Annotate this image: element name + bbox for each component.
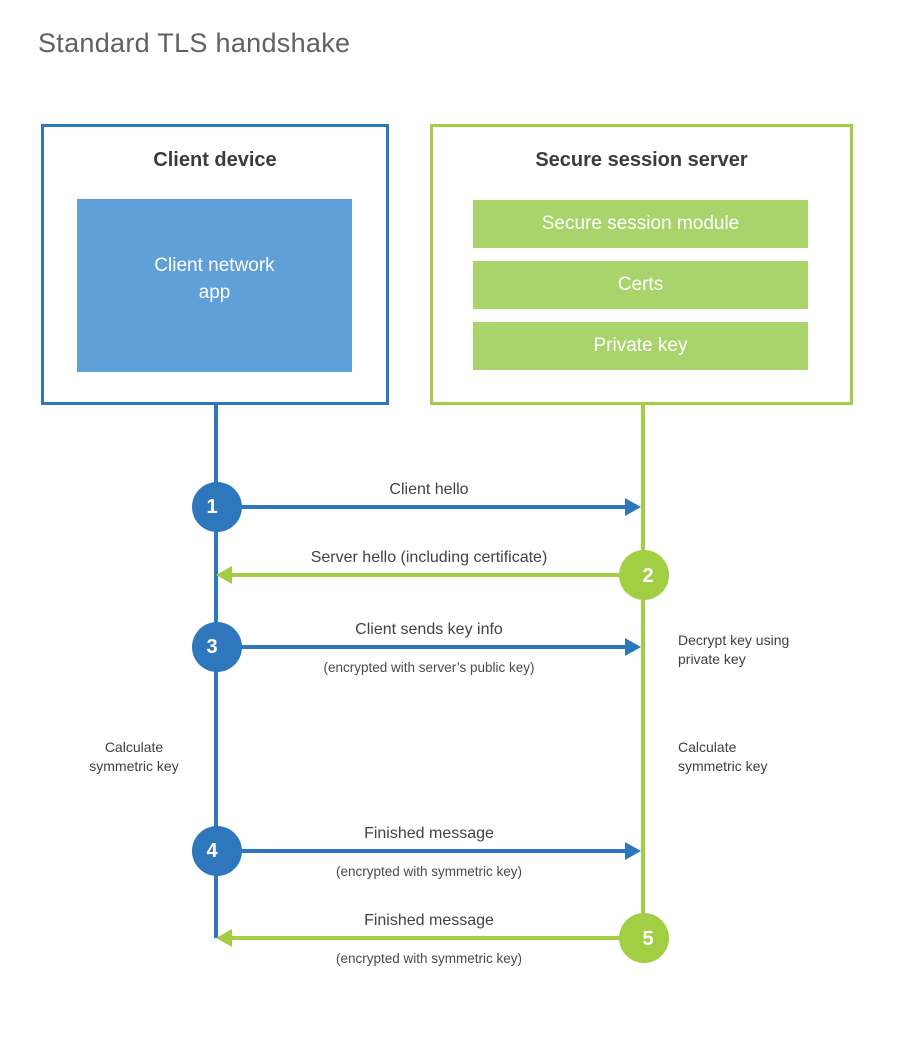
step-5-badge: 5 [619,913,669,963]
arrow-1-line [216,505,625,509]
arrow-4-label: Finished message [364,825,494,842]
client-device-title: Client device [153,149,277,171]
step-5-number: 5 [642,927,654,950]
arrow-2-label: Server hello (including certificate) [310,549,548,566]
arrow-4-sublabel: (encrypted with symmetric key) [335,864,523,879]
step-4-badge: 4 [192,826,242,876]
arrow-5-label: Finished message [364,912,494,929]
step-3-badge: 3 [192,622,242,672]
client-device-box: Client device Client network app [41,124,389,405]
note-calculate-symmetric-key-client: Calculate symmetric key [89,739,179,774]
arrow-2-line [232,573,643,577]
step-2-number: 2 [642,564,654,587]
arrow-4-line [216,849,625,853]
step-4-number: 4 [206,839,218,862]
step-1-badge: 1 [192,482,242,532]
arrow-3-label: Client sends key info [355,621,503,638]
arrow-1-head-icon [625,498,641,516]
arrow-3-sublabel: (encrypted with server’s public key) [323,660,535,675]
arrow-4-head-icon [625,842,641,860]
arrow-3-line [216,645,625,649]
note-calculate-symmetric-key-server: Calculate symmetric key [678,739,768,774]
arrow-5-head-icon [216,929,232,947]
page-title: Standard TLS handshake [38,28,351,58]
server-module-private-key: Private key [473,322,808,370]
arrow-3-head-icon [625,638,641,656]
arrow-2-head-icon [216,566,232,584]
secure-session-server-box: Secure session server Secure session mod… [430,124,853,405]
arrow-5-sublabel: (encrypted with symmetric key) [335,951,523,966]
server-lifeline [641,405,645,940]
server-module-certs: Certs [473,261,808,309]
step-2-badge: 2 [619,550,669,600]
arrow-1-label: Client hello [389,481,469,498]
secure-session-server-title: Secure session server [535,149,748,171]
client-network-app-label: Client network app [154,254,275,303]
client-network-app-box: Client network app [77,199,352,372]
step-3-number: 3 [206,635,218,658]
arrow-5-line [232,936,643,940]
note-decrypt-key: Decrypt key using private key [678,632,790,667]
server-module-secure-session: Secure session module [473,200,808,248]
step-1-number: 1 [206,495,218,518]
